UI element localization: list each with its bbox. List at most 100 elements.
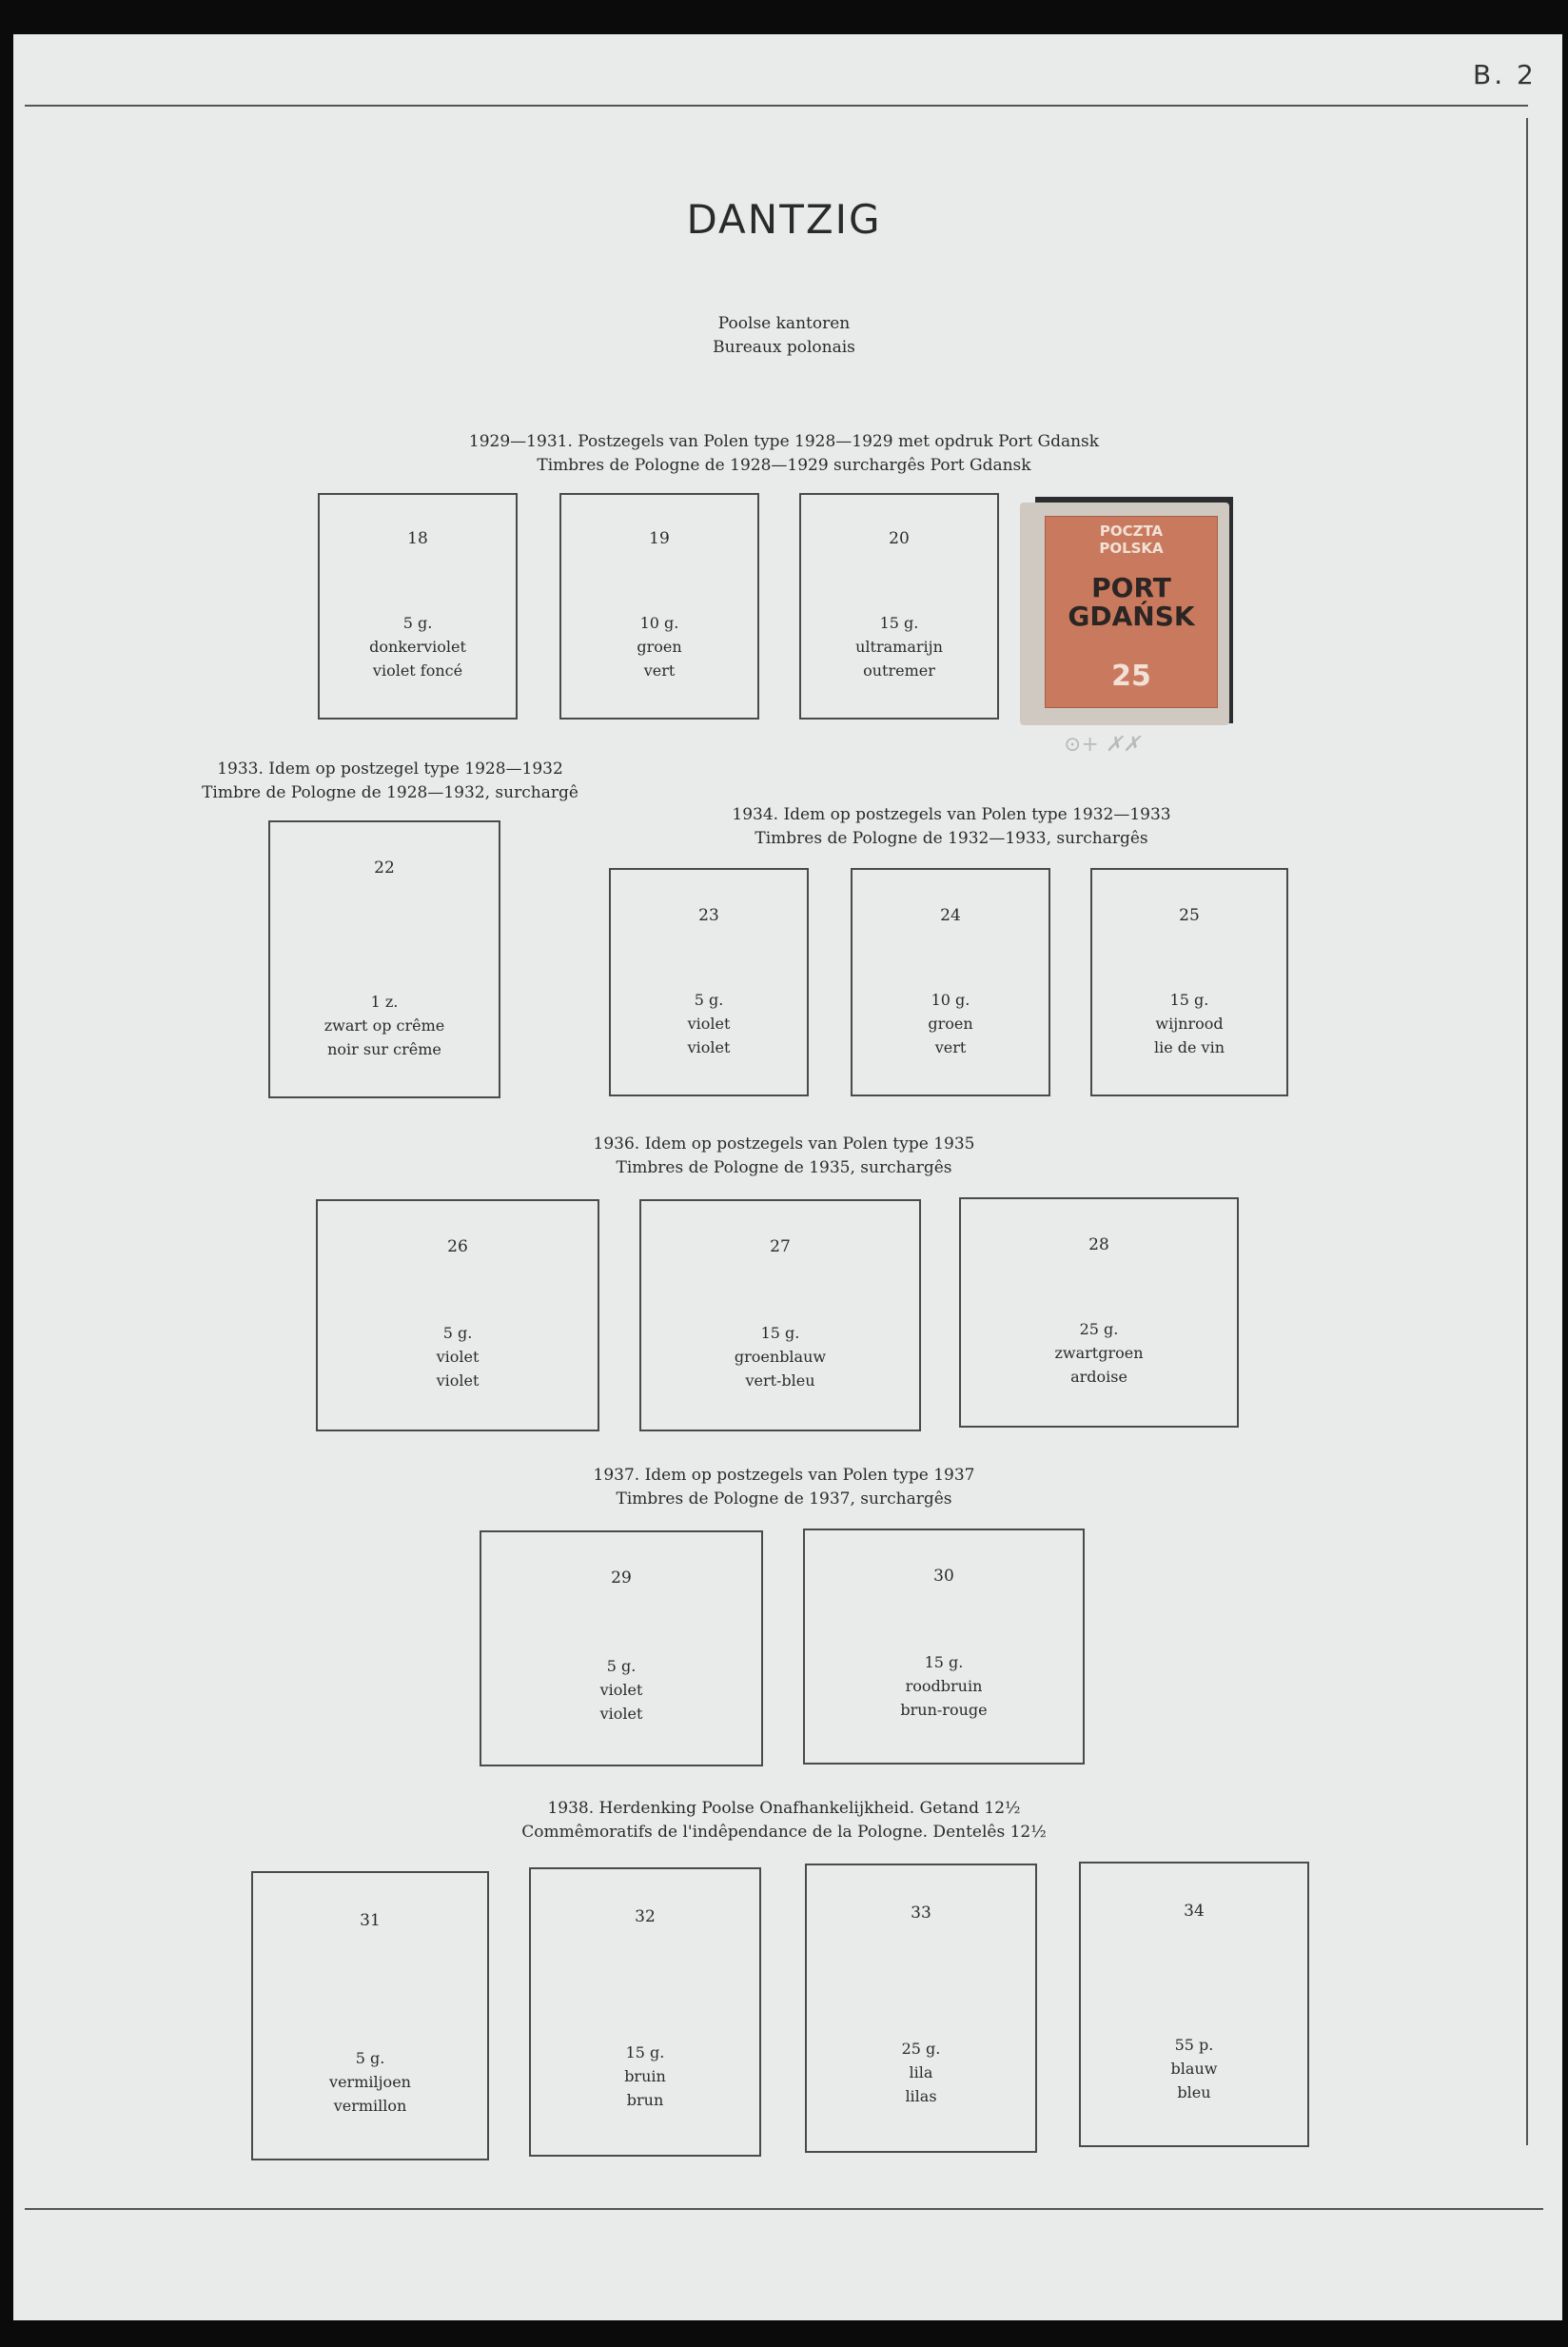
stamp-face: POCZTA POLSKA PORT GDAŃSK 25 [1045, 516, 1218, 708]
stamp-number: 22 [374, 858, 395, 878]
caption-line: Timbres de Pologne de 1935, surchargês [616, 1158, 952, 1177]
desc-line: groenblauw [734, 1348, 827, 1366]
stamp-slot: 34 55 p. blauw bleu [1079, 1862, 1309, 2147]
section-caption: 1936. Idem op postzegels van Polen type … [499, 1133, 1069, 1180]
stamp-description: 15 g. wijnrood lie de vin [1092, 988, 1286, 1059]
caption-line: 1936. Idem op postzegels van Polen type … [593, 1134, 975, 1154]
caption-line: 1929—1931. Postzegels van Polen type 192… [468, 432, 1100, 451]
stamp-number: 30 [933, 1567, 954, 1586]
stamp-description: 5 g. vermiljoen vermillon [253, 2046, 487, 2118]
desc-line: violet [687, 1015, 731, 1033]
stamp-description: 55 p. blauw bleu [1081, 2033, 1307, 2104]
top-rule [25, 105, 1528, 107]
caption-line: Timbres de Pologne de 1937, surchargês [616, 1489, 952, 1509]
stamp-description: 15 g. roodbruin brun-rouge [805, 1650, 1083, 1722]
desc-line: violet [599, 1681, 643, 1699]
desc-line: 15 g. [924, 1653, 964, 1671]
desc-line: donkerviolet [369, 638, 466, 656]
stamp-slot: 20 15 g. ultramarijn outremer [799, 493, 999, 720]
stamp-slot: 23 5 g. violet violet [609, 868, 809, 1096]
desc-line: blauw [1170, 2060, 1218, 2078]
caption-line: Timbres de Pologne de 1932—1933, surchar… [755, 829, 1148, 848]
page-number: B. 2 [1473, 59, 1537, 90]
stamp-slot: 33 25 g. lila lilas [805, 1864, 1037, 2153]
subtitle: Poolse kantoren Bureaux polonais [594, 312, 974, 360]
stamp-number: 34 [1184, 1902, 1205, 1921]
desc-line: 25 g. [1079, 1320, 1119, 1338]
desc-line: 1 z. [370, 993, 399, 1011]
desc-line: noir sur crême [327, 1040, 441, 1058]
desc-line: 55 p. [1174, 2036, 1214, 2054]
desc-line: lila [909, 2063, 933, 2081]
desc-line: violet [599, 1705, 643, 1723]
mounted-stamp: POCZTA POLSKA PORT GDAŃSK 25 [1020, 497, 1233, 725]
section-caption: 1937. Idem op postzegels van Polen type … [499, 1464, 1069, 1511]
subtitle-line: Bureaux polonais [713, 338, 855, 357]
page-title: DANTZIG [686, 196, 882, 243]
desc-line: outremer [863, 661, 935, 680]
section-caption: 1933. Idem op postzegel type 1928—1932 T… [152, 758, 628, 805]
stamp-slot: 26 5 g. violet violet [316, 1199, 599, 1431]
desc-line: violet [436, 1371, 480, 1390]
desc-line: groen [928, 1015, 973, 1033]
desc-line: 5 g. [442, 1324, 473, 1342]
desc-line: zwartgroen [1054, 1344, 1144, 1362]
desc-line: brun [626, 2091, 664, 2109]
pencil-note: ⊙+ ✗✗ [1064, 733, 1141, 757]
stamp-description: 15 g. ultramarijn outremer [801, 611, 997, 682]
overprint-line: GDAŃSK [1068, 601, 1195, 632]
caption-line: Timbre de Pologne de 1928—1932, surcharg… [202, 783, 578, 802]
stamp-number: 28 [1088, 1235, 1109, 1254]
stamp-slot: 31 5 g. vermiljoen vermillon [251, 1871, 489, 2160]
desc-line: 5 g. [355, 2049, 385, 2067]
desc-line: violet [687, 1038, 731, 1056]
caption-line: 1937. Idem op postzegels van Polen type … [593, 1466, 975, 1485]
desc-line: ardoise [1070, 1368, 1127, 1386]
stamp-number: 20 [889, 529, 910, 548]
subtitle-line: Poolse kantoren [717, 314, 851, 333]
stamp-number: 32 [635, 1907, 656, 1926]
desc-line: groen [637, 638, 682, 656]
desc-line: roodbruin [905, 1677, 983, 1695]
caption-line: Commêmoratifs de l'indêpendance de la Po… [521, 1823, 1047, 1842]
desc-line: vert-bleu [745, 1371, 815, 1390]
stamp-number: 29 [611, 1568, 632, 1588]
stamp-description: 1 z. zwart op crême noir sur crême [270, 990, 499, 1061]
stamp-number: 18 [407, 529, 428, 548]
desc-line: lilas [905, 2087, 937, 2105]
desc-line: vert [643, 661, 676, 680]
section-caption: 1938. Herdenking Poolse Onafhankelijkhei… [403, 1797, 1165, 1844]
desc-line: vermillon [333, 2097, 407, 2115]
overprint-line: PORT [1091, 572, 1171, 603]
desc-line: 15 g. [760, 1324, 800, 1342]
stamp-slot: 27 15 g. groenblauw vert-bleu [639, 1199, 921, 1431]
stamp-description: 5 g. violet violet [318, 1321, 598, 1392]
desc-line: brun-rouge [900, 1701, 988, 1719]
stamp-number: 19 [649, 529, 670, 548]
stamp-description: 5 g. violet violet [481, 1654, 761, 1726]
desc-line: 15 g. [879, 614, 919, 632]
desc-line: ultramarijn [855, 638, 943, 656]
stamp-slot: 25 15 g. wijnrood lie de vin [1090, 868, 1288, 1096]
desc-line: 5 g. [606, 1657, 637, 1675]
stamp-description: 15 g. groenblauw vert-bleu [641, 1321, 919, 1392]
stamp-number: 23 [698, 906, 719, 925]
desc-line: wijnrood [1155, 1015, 1224, 1033]
caption-line: 1933. Idem op postzegel type 1928—1932 [217, 759, 563, 779]
stamp-value: 25 [1111, 660, 1151, 693]
stamp-slot: 29 5 g. violet violet [480, 1530, 763, 1766]
stamp-description: 25 g. zwartgroen ardoise [961, 1317, 1237, 1389]
desc-line: 5 g. [402, 614, 433, 632]
stamp-slot: 24 10 g. groen vert [851, 868, 1050, 1096]
stamp-number: 24 [940, 906, 961, 925]
desc-line: bleu [1177, 2083, 1211, 2101]
desc-line: vert [934, 1038, 967, 1056]
section-caption: 1934. Idem op postzegels van Polen type … [666, 803, 1237, 851]
stamp-slot: 19 10 g. groen vert [559, 493, 759, 720]
right-rule [1526, 118, 1528, 2145]
desc-line: 15 g. [625, 2043, 665, 2061]
desc-line: 15 g. [1169, 991, 1209, 1009]
stamp-number: 25 [1179, 906, 1200, 925]
stamp-top-text: POCZTA POLSKA [1046, 523, 1217, 557]
section-caption: 1929—1931. Postzegels van Polen type 192… [356, 430, 1212, 478]
